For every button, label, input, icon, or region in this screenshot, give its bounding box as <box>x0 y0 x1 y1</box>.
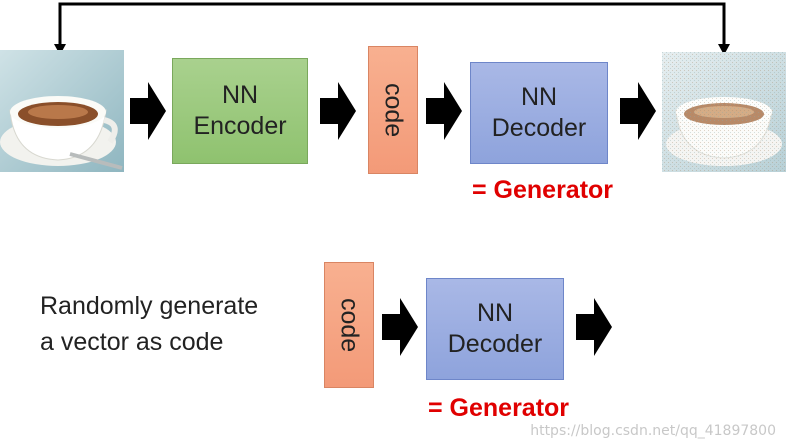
description-line2: a vector as code <box>40 328 224 357</box>
code-label-top: code <box>379 82 408 138</box>
code-label-bottom: code <box>335 297 364 353</box>
arrow-decoder-to-output <box>620 82 656 140</box>
arrow-code-to-decoder-bottom <box>382 298 418 356</box>
output-coffee-image <box>662 52 786 172</box>
code-box-bottom: code <box>324 262 374 388</box>
decoder-label-line1-bottom: NN <box>476 298 514 327</box>
arrow-image-to-encoder <box>130 82 166 140</box>
encoder-label-line1: NN <box>221 80 259 109</box>
arrow-code-to-decoder <box>426 82 462 140</box>
random-code-description: Randomly generate a vector as code <box>40 288 258 361</box>
nn-decoder-box-top: NN Decoder <box>470 62 608 164</box>
encoder-label-line2: Encoder <box>193 112 287 140</box>
watermark: https://blog.csdn.net/qq_41897800 <box>530 423 776 439</box>
generator-label-bottom: = Generator <box>428 394 570 422</box>
generator-label-top: = Generator <box>472 176 614 204</box>
decoder-label-line2-top: Decoder <box>491 114 587 142</box>
nn-decoder-box-bottom: NN Decoder <box>426 278 564 380</box>
arrow-encoder-to-code <box>320 82 356 140</box>
nn-encoder-box: NN Encoder <box>172 58 308 164</box>
input-coffee-image <box>0 50 124 172</box>
arrow-decoder-output-bottom <box>576 298 612 356</box>
code-box-top: code <box>368 46 418 174</box>
decoder-label-line1-top: NN <box>520 82 558 111</box>
decoder-label-line2-bottom: Decoder <box>447 330 543 358</box>
description-line1: Randomly generate <box>40 292 259 320</box>
